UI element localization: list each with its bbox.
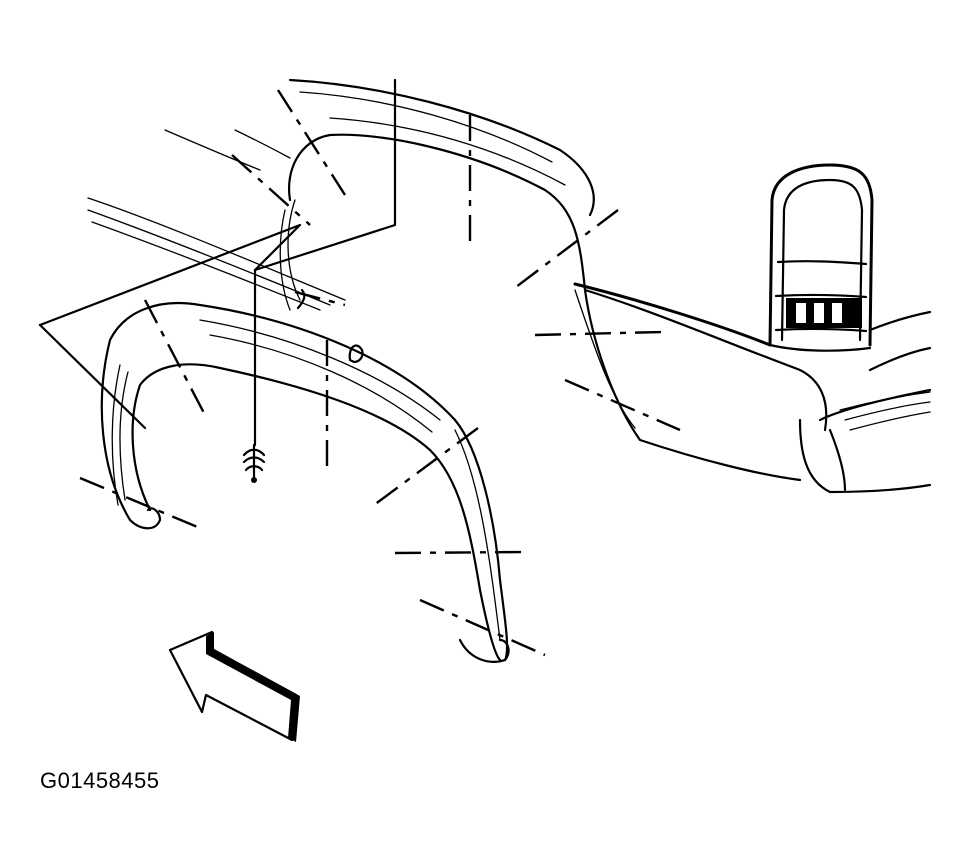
- rear-fender-flare: [279, 78, 802, 482]
- alignment-centerlines: [79, 89, 681, 657]
- leader-line: [38, 78, 397, 447]
- figure-code-label: G01458455: [40, 768, 160, 793]
- push-pin-fastener: [242, 344, 364, 483]
- tail-lamp: [768, 163, 874, 352]
- forward-arrow: [168, 630, 300, 742]
- lower-fender-flare: [100, 301, 510, 663]
- bed-side-outline: [87, 129, 346, 311]
- rear-bumper: [573, 282, 932, 494]
